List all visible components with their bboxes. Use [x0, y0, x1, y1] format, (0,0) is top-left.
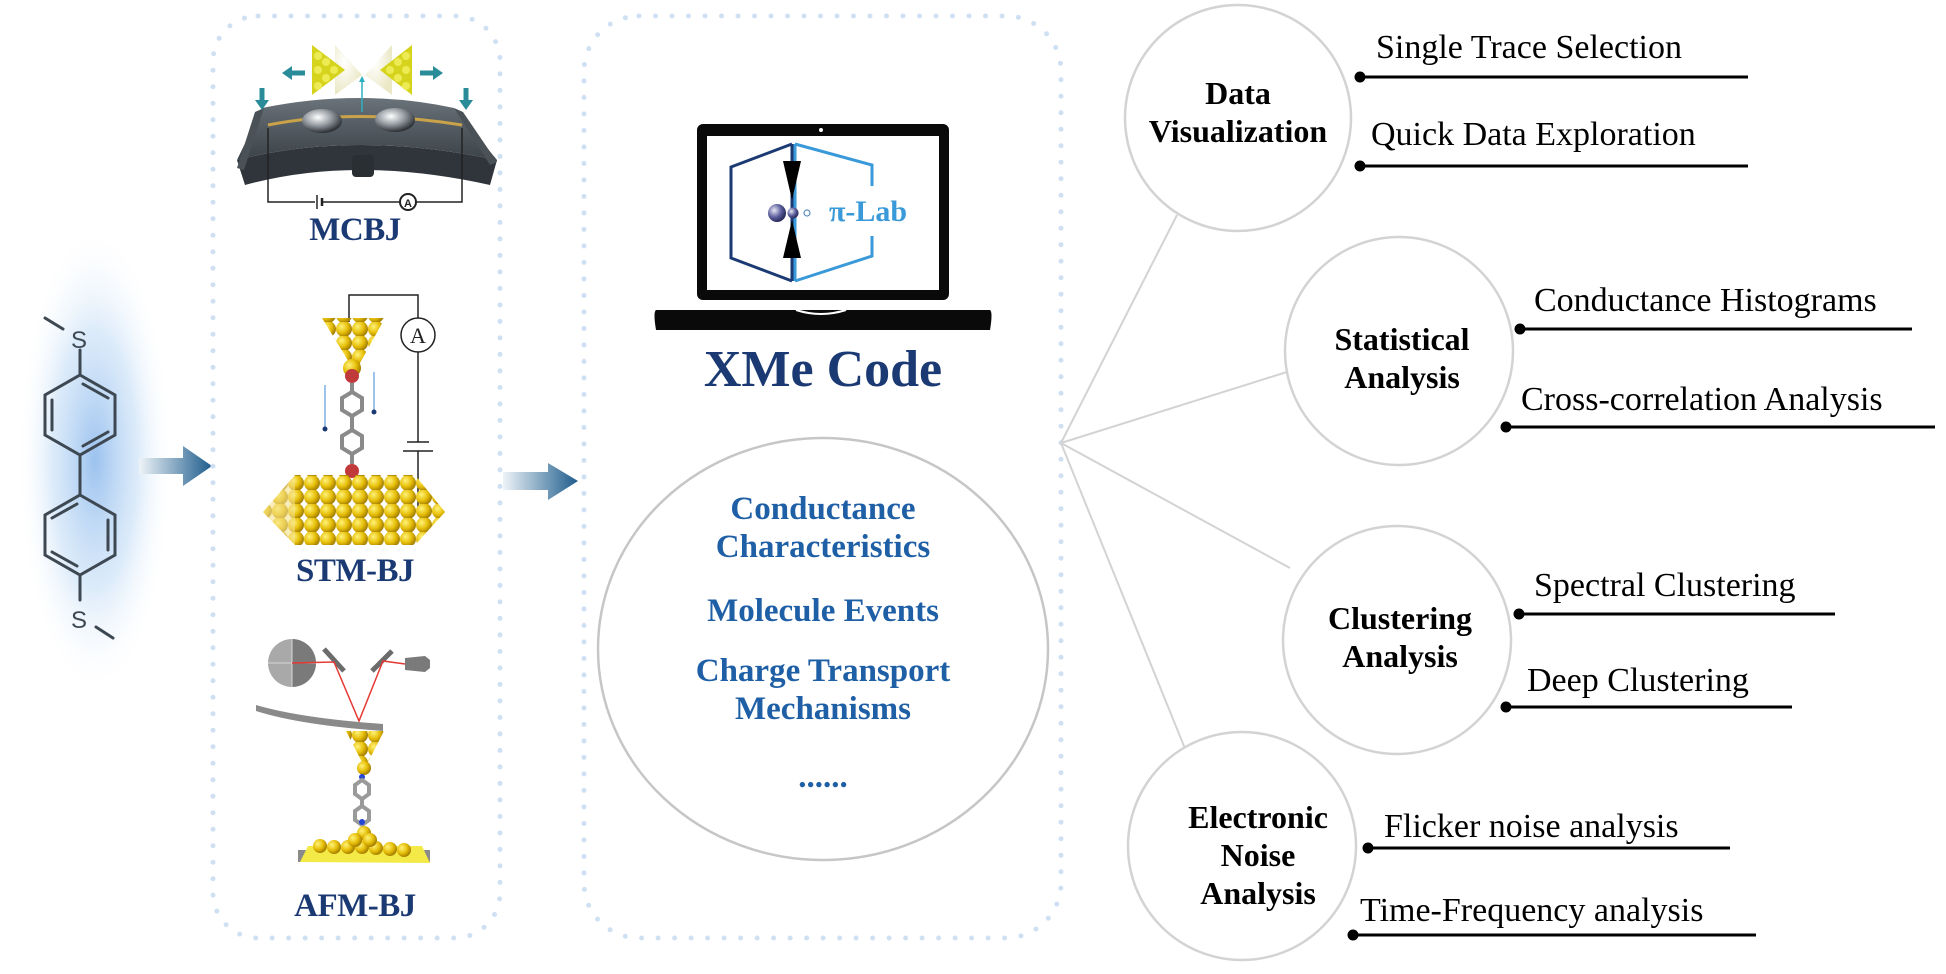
analysis-circle-noise — [1126, 730, 1358, 962]
category-statistical-analysis: Statistical Analysis — [1334, 321, 1470, 395]
technique-label-mcbj: MCBJ — [309, 212, 401, 248]
pi-lab-logo — [729, 142, 874, 283]
hub-connectors — [1060, 214, 1291, 757]
item-conductance-histograms: Conductance Histograms — [1534, 282, 1877, 319]
category-clustering-analysis: Clustering Analysis — [1328, 600, 1472, 674]
pi-lab-logo-text: π-Lab — [829, 195, 908, 228]
item-time-frequency-analysis: Time-Frequency analysis — [1360, 892, 1704, 929]
analysis-circle-data-visualization — [1123, 3, 1353, 233]
software-title: XMe Code — [703, 341, 943, 398]
mcbj-illustration: A — [237, 45, 497, 211]
analysis-circle-clustering — [1281, 524, 1513, 756]
item-cross-correlation-analysis: Cross-correlation Analysis — [1521, 381, 1883, 418]
stm-illustration: A — [263, 294, 445, 545]
sulfur-atom-top: S — [71, 327, 87, 354]
afm-illustration — [256, 639, 430, 863]
molecule-structure — [43, 316, 117, 640]
laptop-icon — [654, 124, 992, 330]
item-single-trace-selection: Single Trace Selection — [1376, 29, 1682, 66]
feature-list: Conductance Characteristics Molecule Eve… — [623, 490, 1023, 796]
ammeter-label-mcbj: A — [404, 198, 412, 210]
software-panel-border — [581, 13, 1064, 941]
category-data-visualization: Data Visualization — [1148, 75, 1328, 149]
item-deep-clustering: Deep Clustering — [1527, 662, 1749, 699]
feature-ellipsis: ...... — [798, 759, 848, 795]
category-electronic-noise-analysis: Electronic Noise Analysis — [1188, 799, 1328, 911]
technique-label-afm-bj: AFM-BJ — [294, 888, 416, 924]
features-circle — [596, 436, 1050, 862]
feature-charge-transport-mechanisms: Charge Transport Mechanisms — [695, 653, 951, 727]
item-flicker-noise-analysis: Flicker noise analysis — [1384, 808, 1679, 845]
analysis-circle-statistical — [1283, 235, 1515, 467]
techniques-panel-border — [210, 13, 503, 941]
molecule-glow — [17, 225, 173, 695]
flow-arrow-1 — [139, 446, 212, 486]
flow-arrow-2 — [503, 463, 578, 500]
ammeter-label-stm: A — [410, 323, 426, 348]
technique-label-stm-bj: STM-BJ — [295, 553, 415, 589]
item-quick-data-exploration: Quick Data Exploration — [1371, 116, 1696, 153]
item-underlines — [1347, 71, 1935, 941]
feature-conductance-characteristics: Conductance Characteristics — [715, 491, 931, 565]
item-spectral-clustering: Spectral Clustering — [1534, 567, 1796, 604]
sulfur-atom-bottom: S — [71, 607, 87, 634]
feature-molecule-events: Molecule Events — [707, 593, 939, 629]
